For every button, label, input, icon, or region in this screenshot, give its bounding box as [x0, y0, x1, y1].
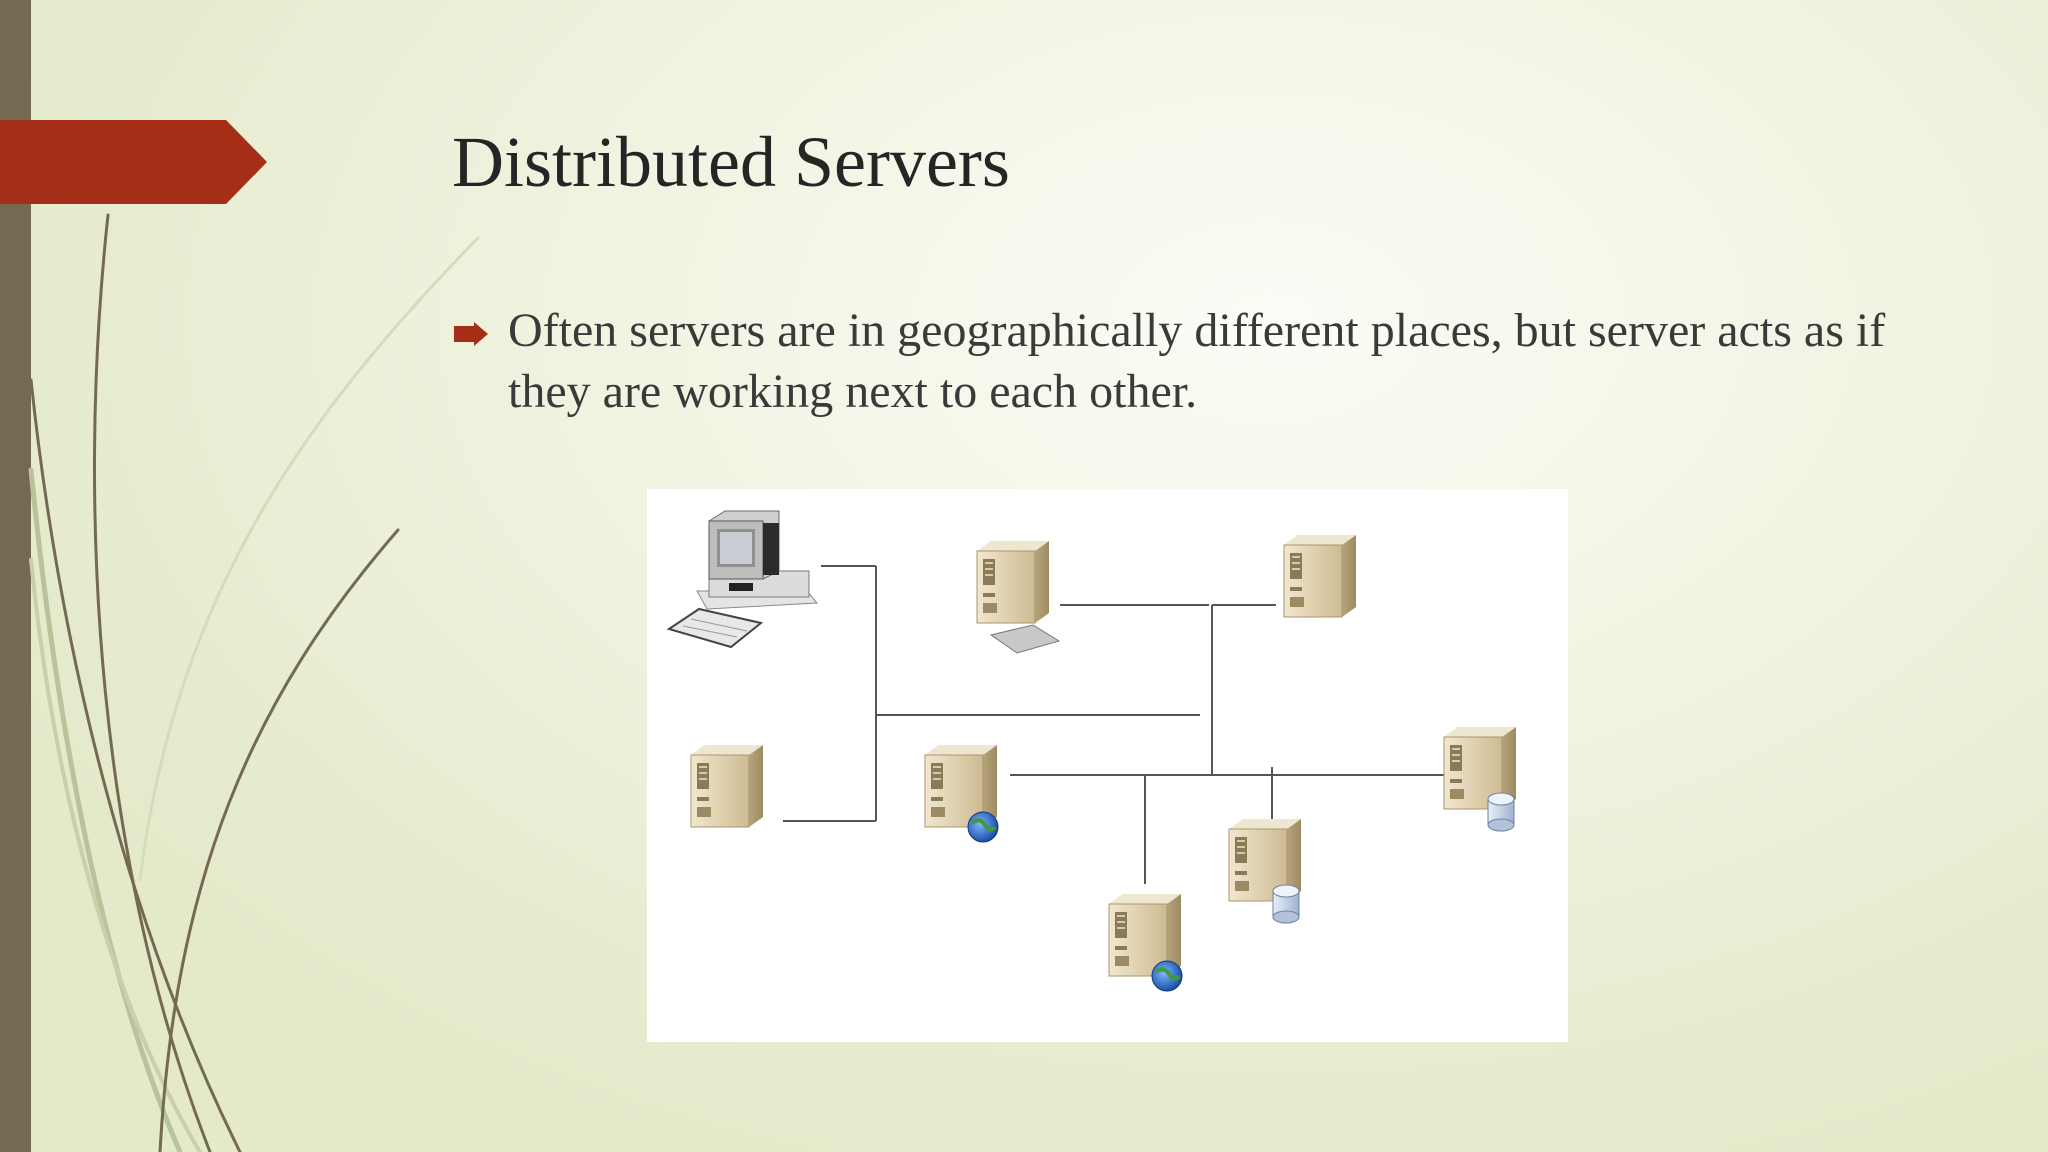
database-server-icon — [1443, 726, 1517, 832]
server-icon — [976, 540, 1061, 654]
bullet-item: Often servers are in geographically diff… — [452, 300, 1892, 422]
bullet-text: Often servers are in geographically diff… — [508, 304, 1886, 418]
server-icon — [1283, 534, 1357, 618]
network-links — [783, 565, 1454, 884]
web-server-icon — [924, 744, 999, 843]
desktop-computer-icon — [666, 510, 819, 649]
network-diagram — [647, 489, 1568, 1042]
arrow-bullet-icon — [454, 322, 488, 346]
web-server-icon — [1108, 893, 1183, 992]
server-icon — [690, 744, 764, 828]
database-server-icon — [1228, 818, 1302, 924]
slide-title: Distributed Servers — [452, 122, 1010, 202]
